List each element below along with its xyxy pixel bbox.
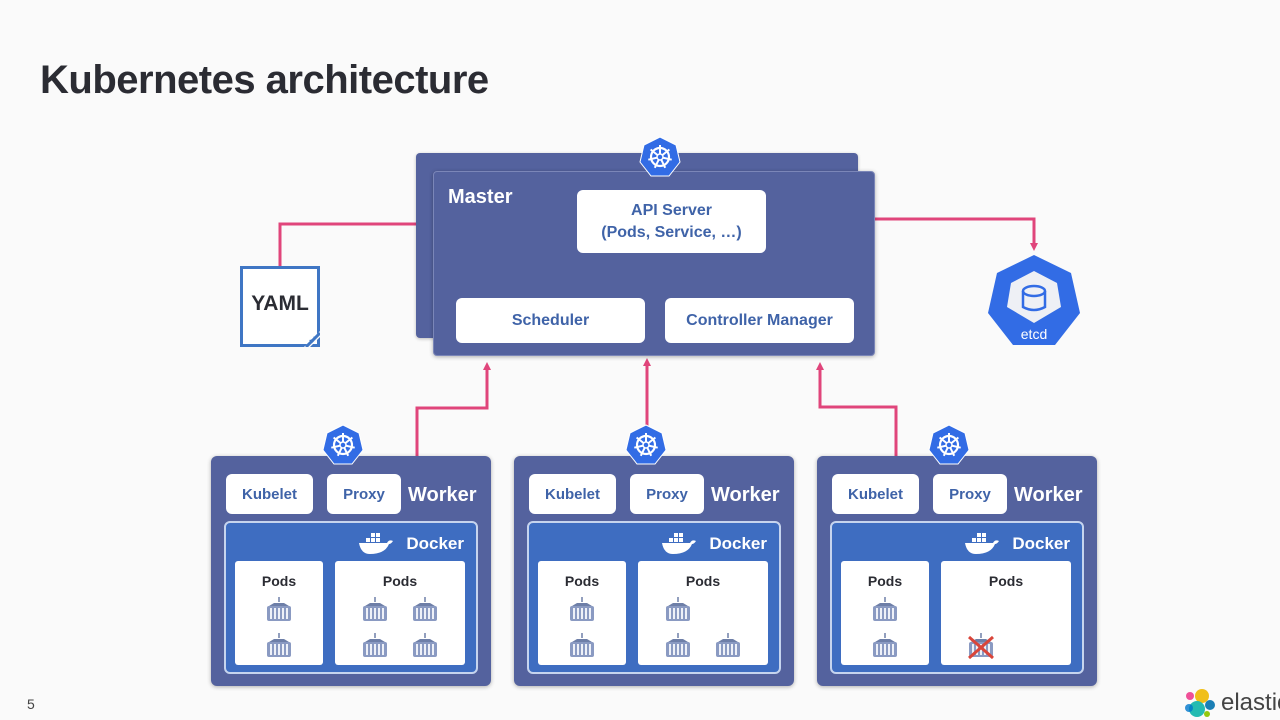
docker-runtime: Docker Pods Pods — [830, 521, 1084, 674]
worker-node: Kubelet Proxy Worker Docker Pods Pods — [514, 456, 794, 686]
worker-label: Worker — [1014, 484, 1083, 506]
pod-group: Pods — [235, 561, 323, 665]
kubelet: Kubelet — [226, 474, 313, 514]
kube-proxy: Proxy — [630, 474, 704, 514]
container-icon — [411, 597, 439, 623]
api-server-subtitle: (Pods, Service, …) — [601, 223, 742, 241]
container-icon — [361, 597, 389, 623]
kubernetes-helm-icon — [322, 424, 364, 466]
database-icon — [1021, 284, 1047, 312]
arrow-worker1-to-master — [415, 362, 491, 456]
scheduler: Scheduler — [456, 298, 645, 343]
elastic-logo-icon — [1185, 689, 1215, 717]
worker-label: Worker — [711, 484, 780, 506]
etcd-store: etcd — [987, 253, 1081, 347]
container-icon — [568, 597, 596, 623]
elastic-logo-text: elastic — [1221, 689, 1280, 716]
etcd-heptagon-icon — [988, 255, 1080, 345]
kubelet: Kubelet — [832, 474, 919, 514]
yaml-file: YAML — [240, 266, 320, 347]
docker-whale-icon — [964, 532, 1000, 561]
pods-label: Pods — [261, 573, 297, 589]
yaml-label: YAML — [251, 291, 309, 315]
container-icon — [664, 597, 692, 623]
slide-number: 5 — [27, 696, 35, 712]
docker-runtime: Docker Pods Pods — [527, 521, 781, 674]
pod-group: Pods — [538, 561, 626, 665]
kube-proxy: Proxy — [327, 474, 401, 514]
container-icon — [411, 633, 439, 659]
master-label: Master — [448, 186, 513, 208]
kubernetes-helm-icon — [928, 424, 970, 466]
kubernetes-helm-icon — [639, 136, 681, 178]
docker-label: Docker — [1012, 534, 1070, 553]
pods-label: Pods — [685, 573, 721, 589]
kubelet: Kubelet — [529, 474, 616, 514]
docker-label: Docker — [406, 534, 464, 553]
pod-group: Pods — [841, 561, 929, 665]
docker-runtime: Docker Pods Pods — [224, 521, 478, 674]
pod-group: Pods — [638, 561, 768, 665]
docker-whale-icon — [358, 532, 394, 561]
etcd-label: etcd — [1020, 326, 1048, 342]
container-icon — [265, 633, 293, 659]
pods-label: Pods — [988, 573, 1024, 589]
worker-node: Kubelet Proxy Worker Docker Pods Pods — [817, 456, 1097, 686]
container-icon — [871, 597, 899, 623]
elastic-logo: elastic — [1183, 688, 1280, 718]
arrow-worker3-to-master — [816, 362, 898, 456]
api-server: API Server (Pods, Service, …) — [577, 190, 766, 253]
container-icon — [871, 633, 899, 659]
container-icon — [664, 633, 692, 659]
pods-label: Pods — [564, 573, 600, 589]
container-icon — [568, 633, 596, 659]
pods-label: Pods — [382, 573, 418, 589]
pod-group: Pods — [941, 561, 1071, 665]
slide-title: Kubernetes architecture — [40, 58, 489, 102]
worker-label: Worker — [408, 484, 477, 506]
api-server-title: API Server — [631, 201, 712, 219]
container-icon — [361, 633, 389, 659]
docker-whale-icon — [661, 532, 697, 561]
page-curl-icon — [304, 331, 320, 347]
kube-proxy: Proxy — [933, 474, 1007, 514]
controller-manager: Controller Manager — [665, 298, 854, 343]
worker-node: Kubelet Proxy Worker Docker Pods Pods — [211, 456, 491, 686]
failed-container-icon — [967, 633, 995, 660]
kubernetes-helm-icon — [625, 424, 667, 466]
container-icon — [265, 597, 293, 623]
container-icon — [714, 633, 742, 659]
pod-group: Pods — [335, 561, 465, 665]
docker-label: Docker — [709, 534, 767, 553]
pods-label: Pods — [867, 573, 903, 589]
